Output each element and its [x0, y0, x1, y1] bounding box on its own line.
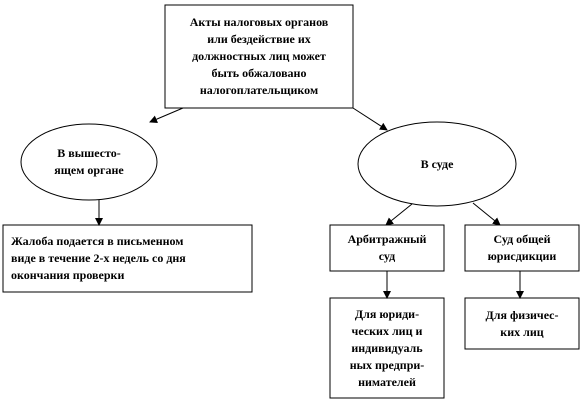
legal-entities-label: Для юриди- ческих лиц и индивидуаль ных …: [349, 306, 425, 389]
legal-entities-box: [329, 297, 445, 399]
arrow-court-to-arbitration: [385, 203, 413, 226]
root-label: Акты налоговых органов или бездействие и…: [189, 15, 329, 97]
arrow-root-to-higher-body: [149, 107, 184, 123]
complaint-box: [2, 224, 253, 293]
root-box: [164, 4, 354, 109]
general-court-label: Суд общей юрисдикции: [487, 232, 557, 263]
individuals-label: Для физичес- ких лиц: [485, 307, 559, 339]
court-label: В суде: [420, 156, 454, 171]
general-court-box: [464, 224, 580, 272]
arrow-court-to-general: [472, 202, 501, 226]
arrow-root-to-court: [352, 107, 388, 131]
arbitration-court-box: [329, 224, 445, 272]
individuals-box: [464, 297, 580, 350]
higher-body-label: В вышесто- ящем органе: [54, 146, 124, 177]
court-ellipse: [357, 121, 517, 207]
higher-body-ellipse: [20, 123, 158, 201]
arbitration-court-label: Арбитражный суд: [347, 232, 427, 263]
complaint-label: Жалоба подается в письменном виде в тече…: [11, 234, 186, 282]
